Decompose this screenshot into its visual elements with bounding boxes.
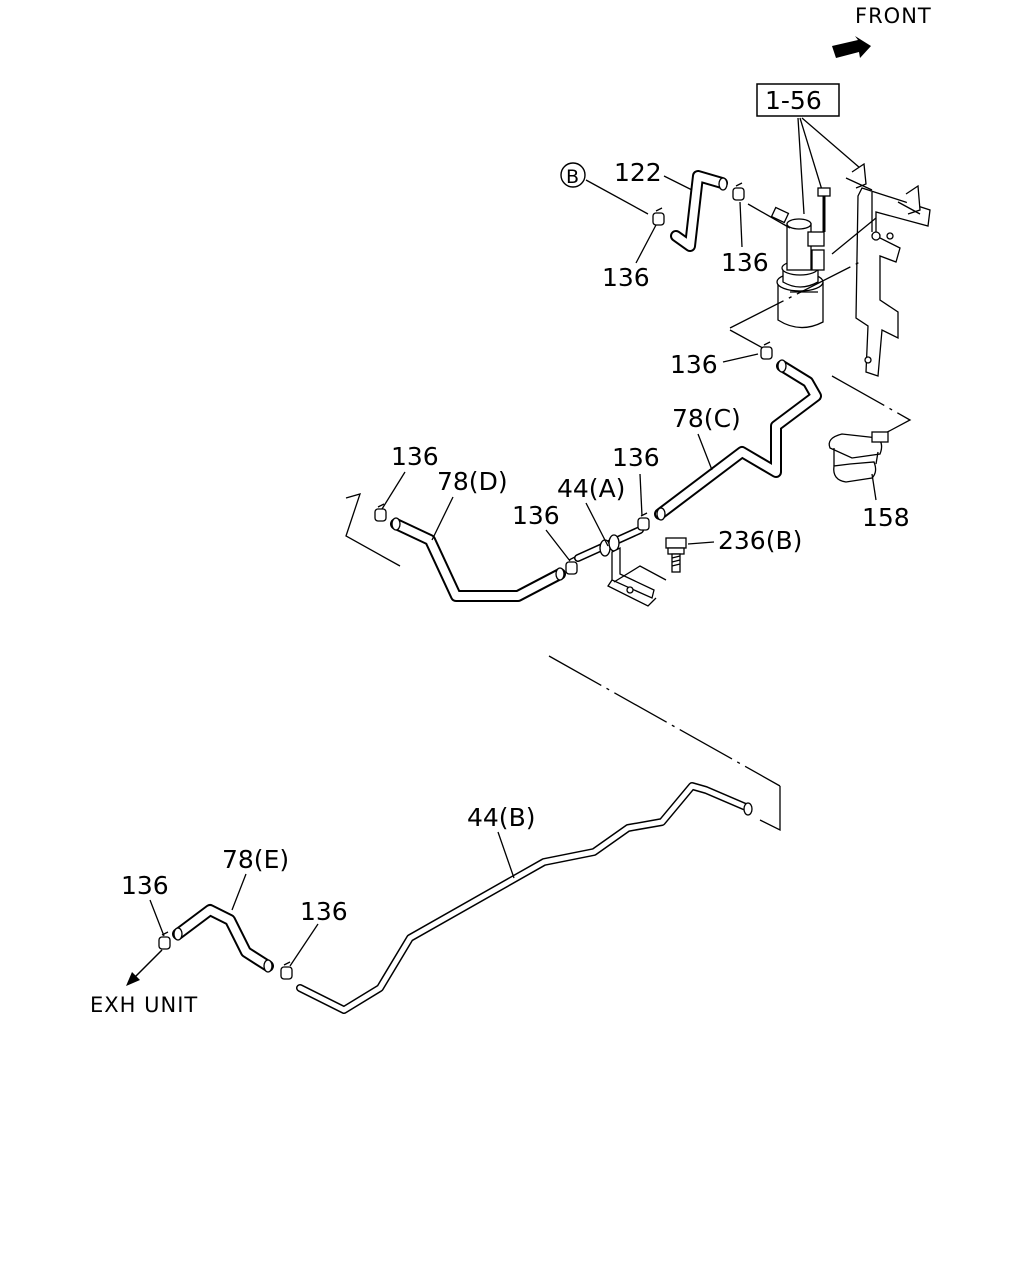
hose-clamp-icon	[652, 207, 665, 226]
pipe-44-b	[296, 782, 753, 1014]
callout-136-left-end: 136	[391, 442, 439, 471]
hose-clamp-icon	[637, 512, 650, 531]
canister-bracket	[845, 162, 931, 377]
cut-line-left	[345, 493, 401, 567]
pipe-44-a	[574, 526, 657, 607]
callout-236-b: 236(B)	[718, 526, 802, 555]
callout-122: 122	[614, 158, 662, 187]
hose-78-e	[172, 904, 274, 973]
section-link-line	[548, 655, 781, 787]
marker-b-leader	[585, 179, 649, 215]
callout-78-e: 78(E)	[222, 845, 289, 874]
front-label: FRONT	[855, 4, 932, 28]
clip-158	[828, 431, 889, 483]
callout-136-lower-mid: 136	[300, 897, 348, 926]
callout-78-c: 78(C)	[672, 404, 741, 433]
callout-136-upper-right: 136	[670, 350, 718, 379]
callout-136-b-side: 136	[602, 263, 650, 292]
hose-clamp-icon	[158, 931, 171, 950]
hose-clamp-icon	[374, 503, 387, 522]
callout-136-canister: 136	[721, 248, 769, 277]
front-arrow-icon	[832, 36, 871, 58]
callout-136-pipe-a-left: 136	[512, 501, 560, 530]
bolt-icon	[665, 537, 687, 573]
callout-44-a: 44(A)	[557, 474, 625, 503]
callout-136-pipe-a-right: 136	[612, 443, 660, 472]
hose-clamp-icon	[760, 341, 773, 360]
assembly-1-56-label: 1-56	[765, 86, 822, 115]
reference-marker-letter: B	[566, 166, 579, 188]
hose-78-d	[390, 517, 566, 602]
reference-marker-b: B	[560, 162, 586, 188]
callout-136-exh: 136	[121, 871, 169, 900]
assembly-1-56-box: 1-56	[756, 83, 840, 117]
hose-122	[670, 170, 728, 252]
callout-158: 158	[862, 503, 910, 532]
callout-44-b: 44(B)	[467, 803, 535, 832]
hose-78-c	[654, 359, 822, 521]
screw-icon	[817, 187, 831, 232]
hose-clamp-icon	[732, 182, 745, 201]
hose-clamp-icon	[565, 556, 578, 575]
hose-clamp-icon	[280, 961, 293, 980]
exh-unit-arrow-icon	[126, 949, 163, 986]
assembly-leaders	[797, 117, 861, 215]
exh-unit-label: EXH UNIT	[90, 993, 198, 1017]
callout-78-d: 78(D)	[437, 467, 508, 496]
